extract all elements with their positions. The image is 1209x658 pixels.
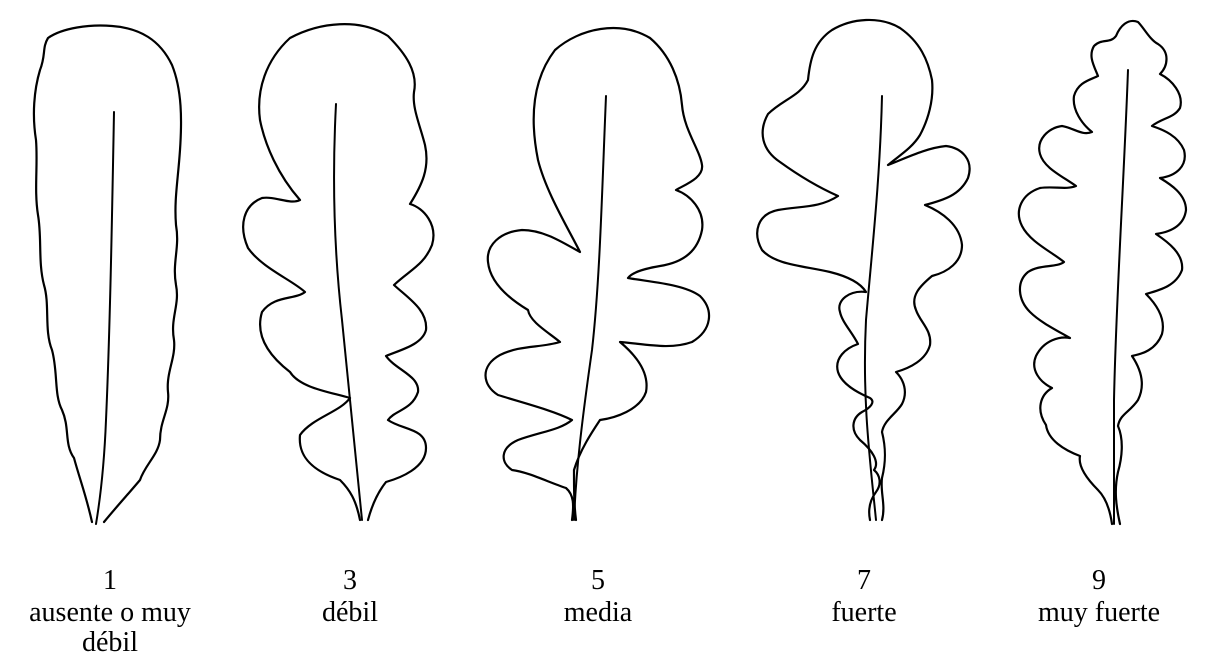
leaf-7-outline [757, 20, 969, 520]
leaf-9-caption: 9 muy fuerte [989, 566, 1209, 628]
leaf-5-score: 5 [488, 566, 708, 598]
leaf-3-score: 3 [240, 566, 460, 598]
leaf-5-caption: 5 media [488, 566, 708, 628]
leaf-3-drawing [243, 24, 433, 520]
leaf-5-midrib [574, 96, 606, 520]
leaf-5-drawing [486, 28, 710, 520]
leaf-1-outline [34, 26, 181, 523]
leaf-3-midrib [334, 104, 362, 520]
leaf-9-drawing [1019, 21, 1186, 524]
leaf-3-description: débil [240, 598, 460, 628]
leaf-1-caption: 1 ausente o muy débil [0, 566, 220, 658]
leaf-7-drawing [757, 20, 969, 520]
leaf-9-outline [1019, 21, 1186, 524]
leaf-5-outline [486, 28, 710, 520]
leaf-5-description: media [488, 598, 708, 628]
leaf-1-description: ausente o muy débil [10, 598, 210, 658]
leaf-7-description: fuerte [754, 598, 974, 628]
leaf-1-drawing [34, 26, 181, 525]
leaf-lobing-diagram [0, 0, 1209, 639]
leaf-1-midrib [96, 112, 114, 524]
leaf-7-score: 7 [754, 566, 974, 598]
leaf-3-caption: 3 débil [240, 566, 460, 628]
leaf-9-description: muy fuerte [989, 598, 1209, 628]
leaf-7-caption: 7 fuerte [754, 566, 974, 628]
leaf-9-score: 9 [989, 566, 1209, 598]
leaf-1-score: 1 [0, 566, 220, 598]
